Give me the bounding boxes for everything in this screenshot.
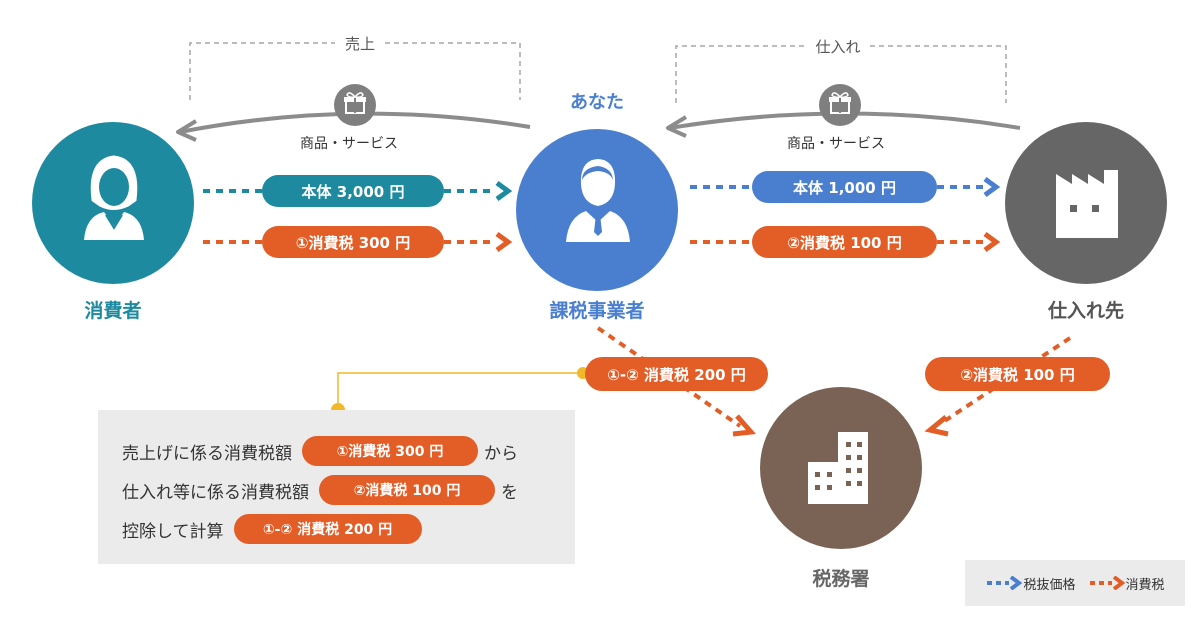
purchase-bracket	[675, 45, 1007, 103]
blue-arrow-icon	[987, 576, 1023, 590]
sales-label: 売上	[344, 35, 375, 53]
legend-tax: 消費税	[1088, 574, 1165, 593]
deduction-box: 売上げに係る消費税額 ①消費税 300 円 から 仕入れ等に係る消費税額 ②消費…	[98, 410, 575, 564]
supplier-tax-pill: ②消費税 100 円	[752, 226, 937, 258]
gift-icon	[334, 84, 376, 126]
orange-arrow-icon	[1089, 576, 1125, 590]
deduction-row: 売上げに係る消費税額 ①消費税 300 円 から	[122, 436, 518, 466]
purchase-label: 仕入れ	[815, 38, 861, 56]
deduction-pill: ①消費税 300 円	[302, 436, 478, 466]
supplier-to-office-tax-pill: ②消費税 100 円	[925, 357, 1110, 391]
legend-pre-tax-label: 税抜価格	[1023, 577, 1076, 593]
deduction-suffix: を	[501, 482, 518, 503]
goods-label-right: 商品・サービス	[787, 136, 885, 152]
factory-icon	[1056, 170, 1118, 238]
legend-tax-label: 消費税	[1125, 577, 1165, 593]
woman-person-icon	[84, 155, 144, 240]
you-tag: あなた	[570, 92, 624, 113]
deduction-text: 控除して計算	[122, 521, 224, 542]
deduction-connector	[337, 372, 583, 410]
consumer-price-pill: 本体 3,000 円	[262, 175, 444, 207]
you-to-office-tax-pill: ①-② 消費税 200 円	[585, 357, 768, 391]
deduction-pill: ②消費税 100 円	[319, 475, 495, 505]
consumer-tax-pill: ①消費税 300 円	[262, 226, 444, 258]
deduction-text: 売上げに係る消費税額	[122, 443, 292, 464]
goods-label-left: 商品・サービス	[300, 136, 398, 152]
legend-pre-tax: 税抜価格	[985, 574, 1076, 593]
tax-office-label: 税務署	[812, 568, 870, 590]
taxable-business-circle	[516, 129, 678, 291]
gift-icon	[819, 84, 861, 126]
deduction-text: 仕入れ等に係る消費税額	[122, 482, 309, 503]
man-person-icon	[566, 159, 630, 242]
deduction-row: 控除して計算 ①-② 消費税 200 円	[122, 514, 428, 544]
deduction-pill: ①-② 消費税 200 円	[233, 514, 422, 544]
supplier-price-pill: 本体 1,000 円	[752, 171, 937, 203]
deduction-row: 仕入れ等に係る消費税額 ②消費税 100 円 を	[122, 475, 518, 505]
supplier-label: 仕入れ先	[1047, 300, 1124, 322]
sales-bracket	[189, 42, 521, 100]
taxable-business-label: 課税事業者	[549, 300, 645, 322]
building-icon	[808, 432, 868, 504]
legend: 税抜価格 消費税	[965, 560, 1185, 606]
consumer-label: 消費者	[84, 300, 142, 322]
deduction-suffix: から	[484, 443, 518, 464]
